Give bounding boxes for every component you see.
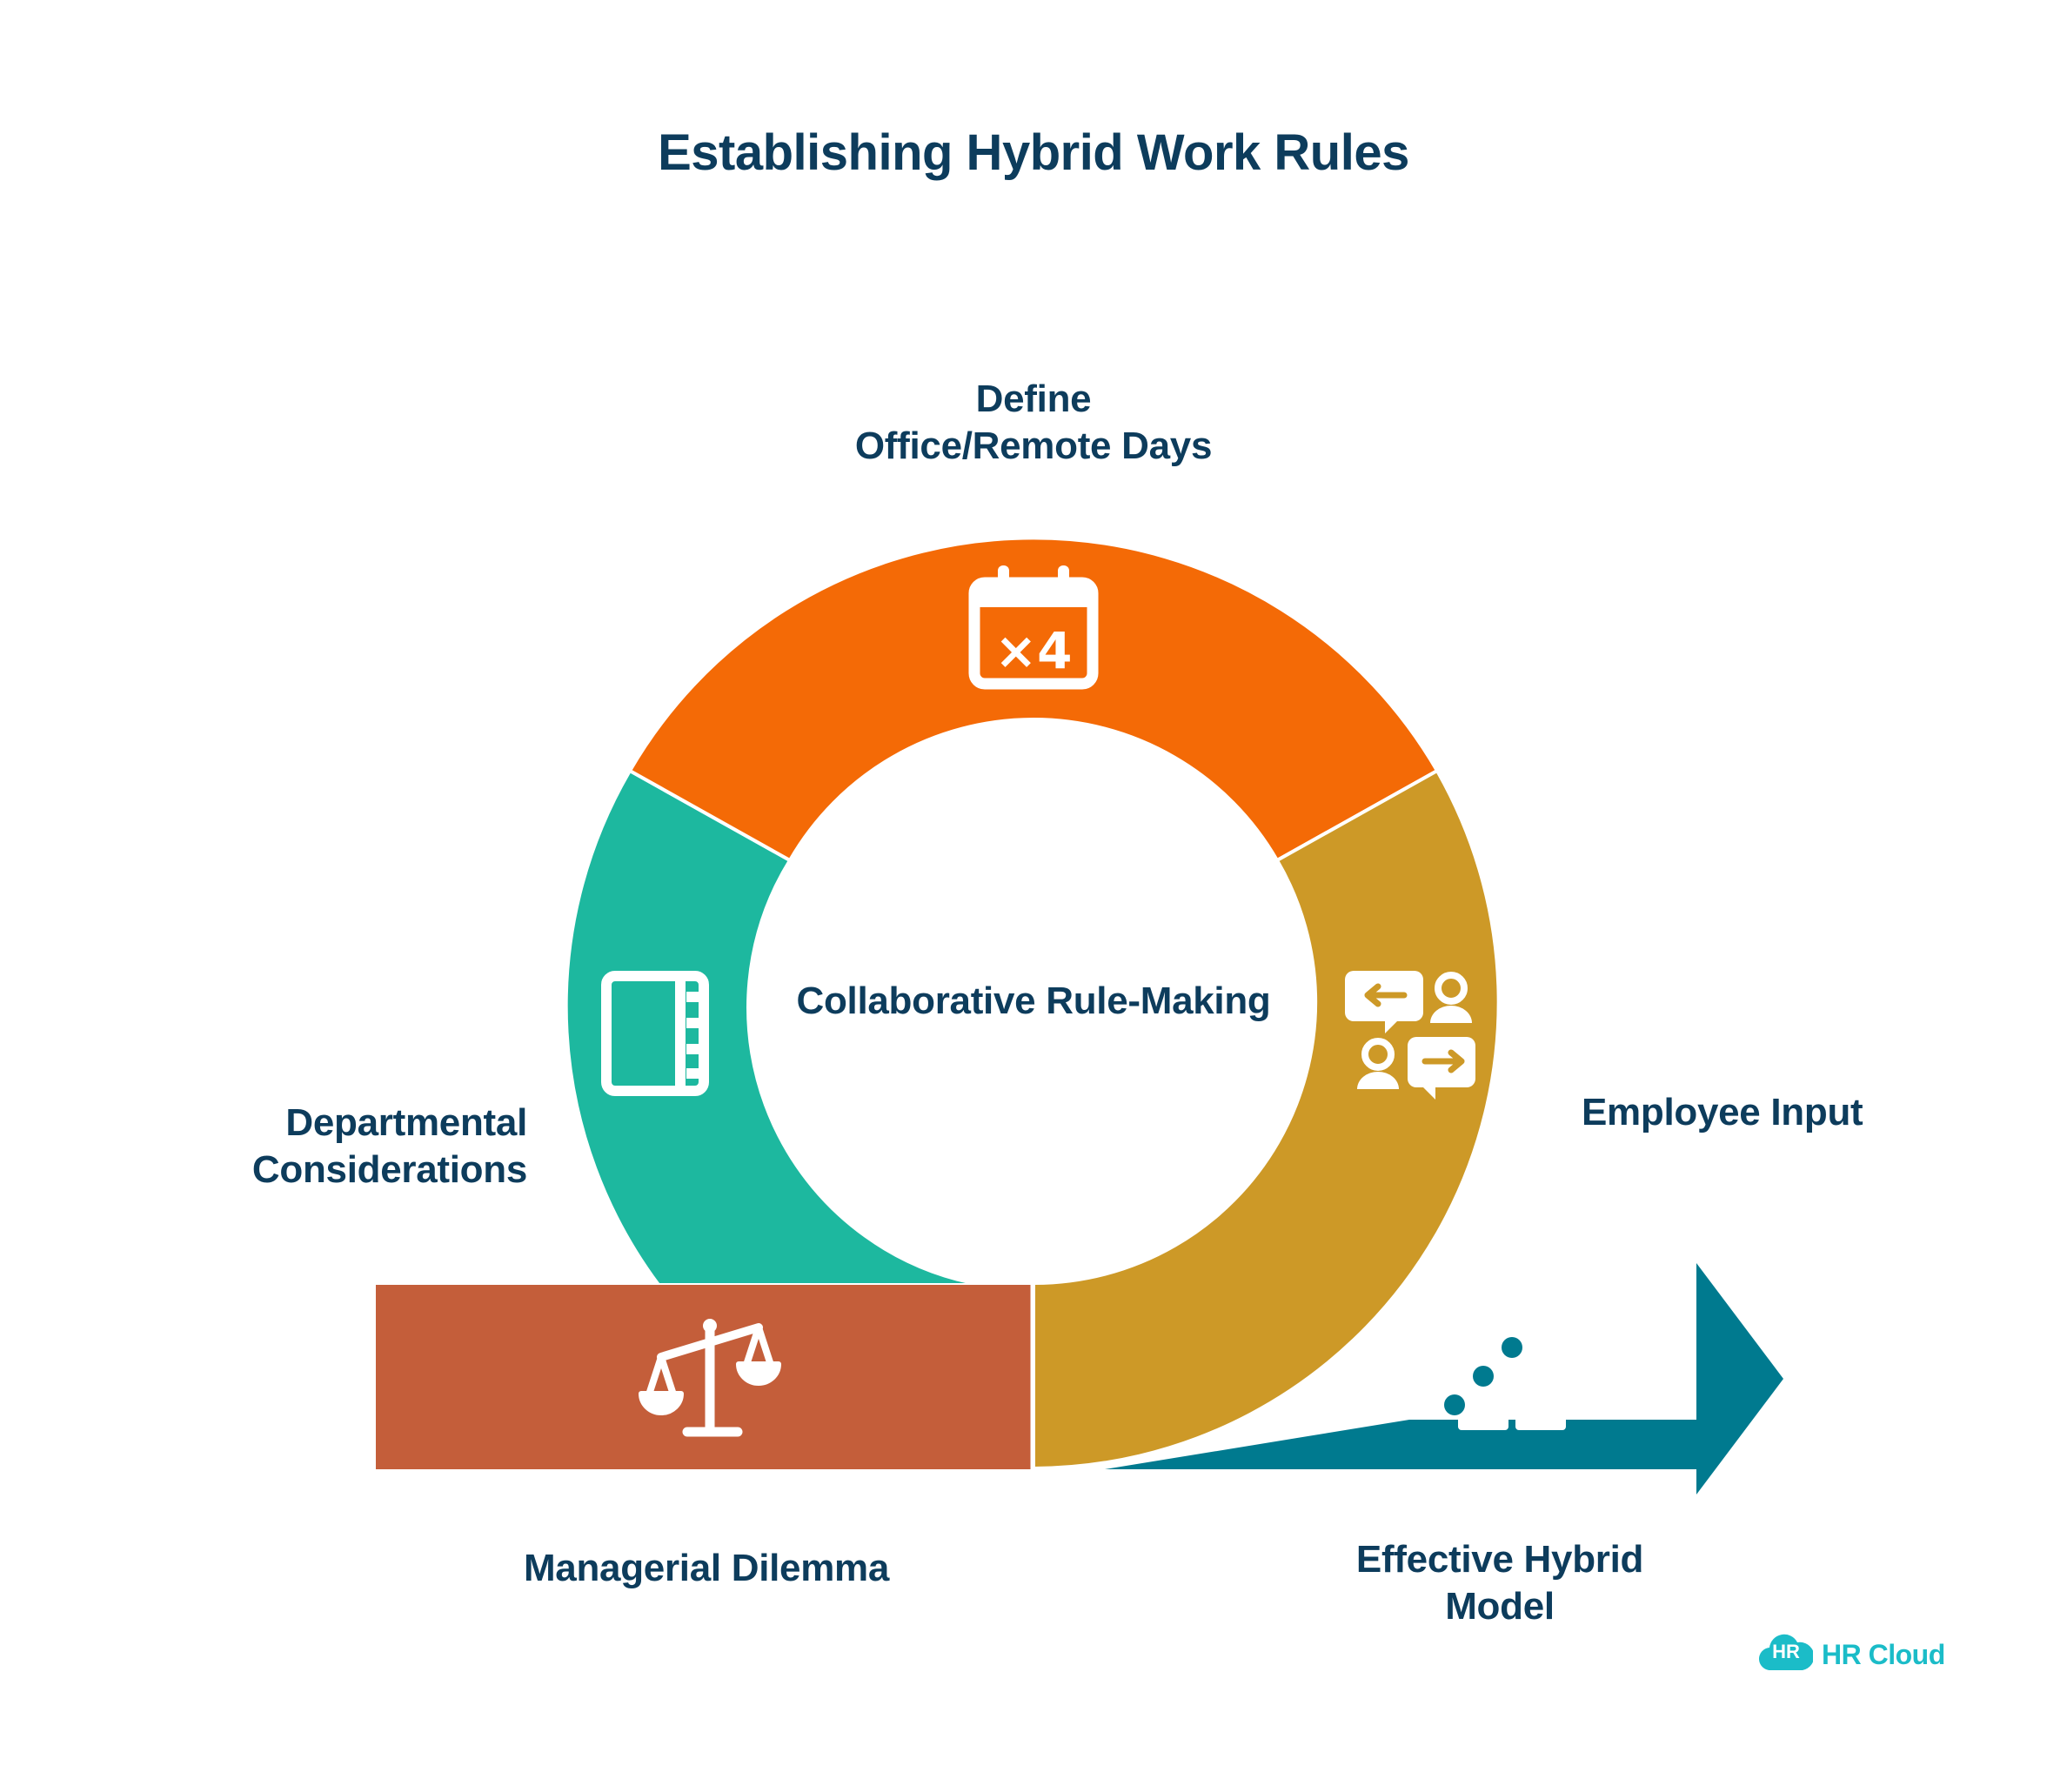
hr-cloud-logo: HR HR Cloud [1759, 1632, 1959, 1684]
balance-scale-icon [639, 1319, 781, 1437]
cloud-icon [1759, 1634, 1813, 1671]
conversation-icon [1345, 971, 1475, 1100]
collaborative-rule-making-label: Collaborative Rule-Making [796, 980, 1271, 1022]
define-segment [627, 536, 1440, 863]
logo-text: HR Cloud [1822, 1639, 1945, 1670]
calendar-x4-icon: ×4 [968, 565, 1099, 690]
employee-input-label: Employee Input [1582, 1091, 1863, 1133]
employee-input-segment [1032, 768, 1501, 1471]
diagram-title: Establishing Hybrid Work Rules [658, 124, 1409, 181]
departmental-segment [564, 768, 984, 1287]
managerial-dilemma-label: Managerial Dilemma [523, 1547, 890, 1589]
effective-hybrid-model-label: Effective Hybrid Model [1355, 1538, 1644, 1628]
svg-text:×4: ×4 [995, 621, 1073, 680]
define-office-remote-days-label: Define Office/Remote Days [854, 378, 1213, 467]
effective-hybrid-arrow [1105, 1263, 1783, 1494]
logo-badge-text: HR [1772, 1641, 1800, 1662]
departmental-considerations-label: Departmental Considerations [251, 1101, 527, 1191]
notebook-icon [601, 971, 709, 1096]
managerial-dilemma-bar [376, 1285, 1032, 1469]
puzzle-icon [1444, 1322, 1566, 1430]
